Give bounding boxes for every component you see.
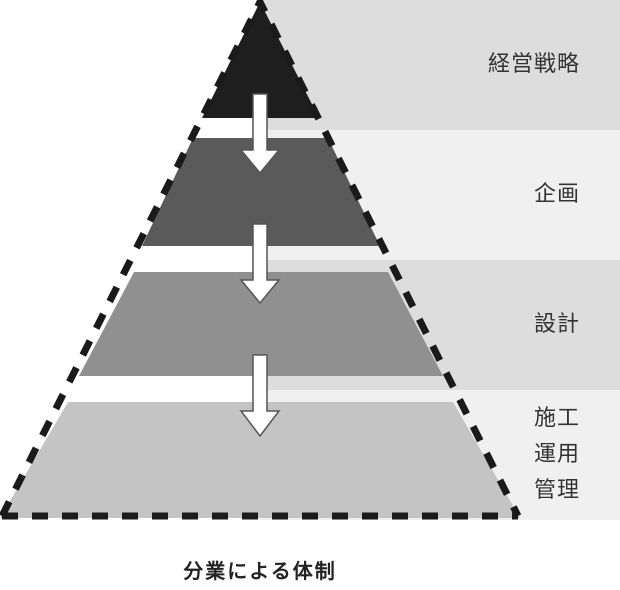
- pyramid-tier-construction: [0, 402, 520, 518]
- layer-label-design: 設計: [533, 312, 580, 337]
- layer-label-strategy: 経営戦略: [487, 52, 580, 77]
- pyramid-dashed-outline: [0, 0, 522, 518]
- down-arrow-icon: [239, 223, 281, 305]
- pyramid-tier-design: [79, 272, 443, 376]
- down-arrow-icon: [239, 93, 281, 175]
- diagram-caption: 分業による体制: [183, 559, 337, 583]
- pyramid-tier-planning: [142, 138, 380, 246]
- layer-label-construction: 施工 運用 管理: [533, 406, 580, 503]
- layer-label-planning: 企画: [533, 182, 580, 207]
- band-strategy: 経営戦略: [260, 0, 620, 130]
- down-arrow-icon: [239, 354, 281, 438]
- pyramid-tier-strategy: [202, 2, 319, 118]
